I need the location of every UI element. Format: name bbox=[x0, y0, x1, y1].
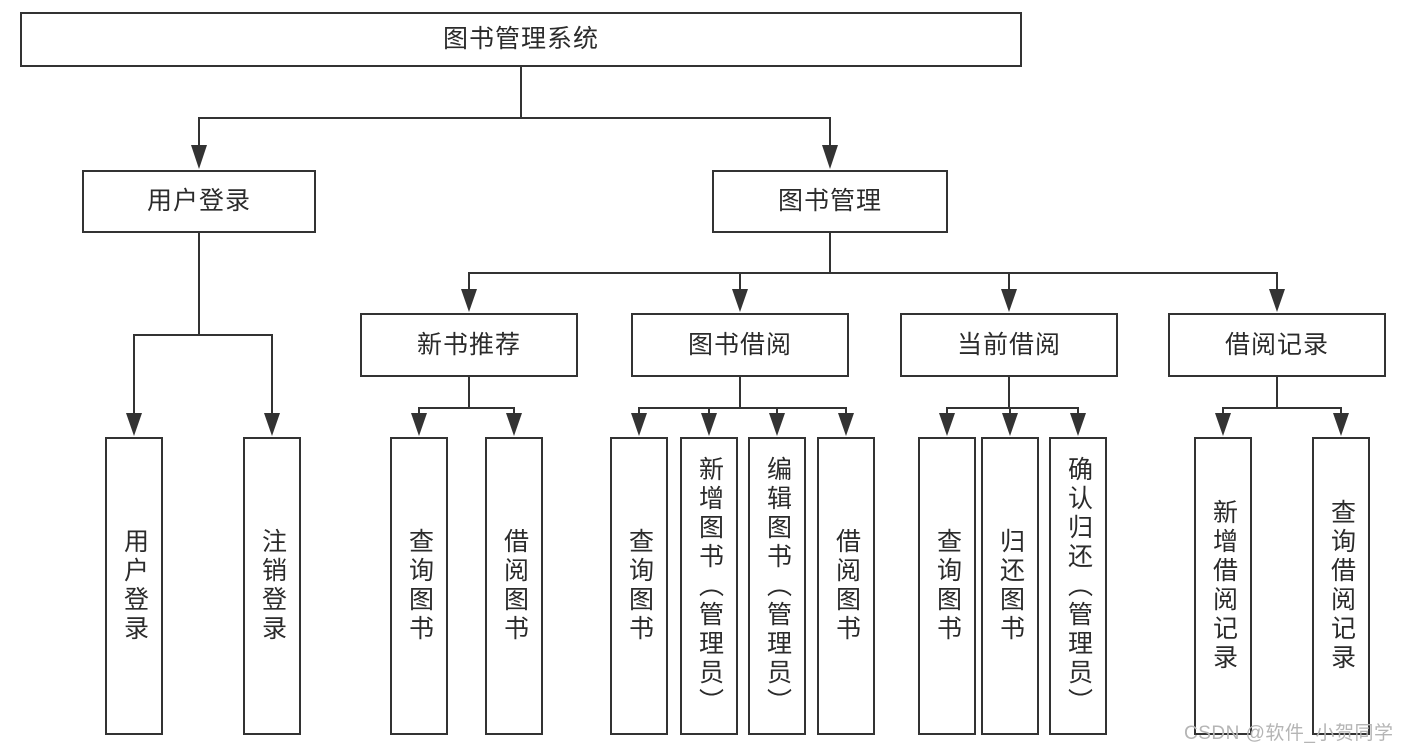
leaf-logout: 注销登录 bbox=[243, 437, 301, 735]
node-label: 新增借阅记录 bbox=[1209, 499, 1238, 673]
node-label: 确认归还（管理员） bbox=[1064, 455, 1093, 717]
node-label: 借阅记录 bbox=[1224, 330, 1329, 359]
node-label: 用户登录 bbox=[120, 528, 149, 644]
node-label: 注销登录 bbox=[258, 528, 287, 644]
node-label: 图书借阅 bbox=[687, 330, 792, 359]
node-root-library-system: 图书管理系统 bbox=[20, 12, 1022, 67]
node-label: 用户登录 bbox=[146, 187, 251, 215]
node-label: 查询图书 bbox=[405, 528, 434, 644]
node-label: 当前借阅 bbox=[956, 330, 1061, 359]
node-book-borrow: 图书借阅 bbox=[631, 313, 849, 377]
node-label: 新增图书（管理员） bbox=[695, 455, 724, 717]
csdn-watermark: CSDN @软件_小贺同学 bbox=[1184, 723, 1394, 744]
node-label: 图书管理 bbox=[777, 187, 882, 215]
leaf-return-books: 归还图书 bbox=[981, 437, 1039, 735]
leaf-edit-books-admin: 编辑图书（管理员） bbox=[748, 437, 806, 735]
leaf-borrow-books-recommend: 借阅图书 bbox=[485, 437, 543, 735]
node-new-book-recommend: 新书推荐 bbox=[360, 313, 578, 377]
node-label: 新书推荐 bbox=[416, 330, 521, 359]
leaf-add-books-admin: 新增图书（管理员） bbox=[680, 437, 738, 735]
leaf-query-books-current: 查询图书 bbox=[918, 437, 976, 735]
arrowheads bbox=[126, 145, 1349, 436]
node-label: 查询借阅记录 bbox=[1327, 499, 1356, 673]
leaf-query-books-borrow: 查询图书 bbox=[610, 437, 668, 735]
node-label: 归还图书 bbox=[996, 528, 1025, 644]
node-label: 查询图书 bbox=[933, 528, 962, 644]
node-label: 编辑图书（管理员） bbox=[763, 455, 792, 717]
node-user-login: 用户登录 bbox=[82, 170, 316, 233]
leaf-add-borrow-record: 新增借阅记录 bbox=[1194, 437, 1252, 735]
leaf-user-login: 用户登录 bbox=[105, 437, 163, 735]
leaf-confirm-return-admin: 确认归还（管理员） bbox=[1049, 437, 1107, 735]
leaf-query-borrow-record: 查询借阅记录 bbox=[1312, 437, 1370, 735]
node-book-management: 图书管理 bbox=[712, 170, 948, 233]
node-label: 借阅图书 bbox=[832, 528, 861, 644]
node-current-borrow: 当前借阅 bbox=[900, 313, 1118, 377]
node-borrow-records: 借阅记录 bbox=[1168, 313, 1386, 377]
node-label: 图书管理系统 bbox=[442, 25, 599, 53]
leaf-query-books-recommend: 查询图书 bbox=[390, 437, 448, 735]
leaf-borrow-books: 借阅图书 bbox=[817, 437, 875, 735]
node-label: 借阅图书 bbox=[500, 528, 529, 644]
node-label: 查询图书 bbox=[625, 528, 654, 644]
